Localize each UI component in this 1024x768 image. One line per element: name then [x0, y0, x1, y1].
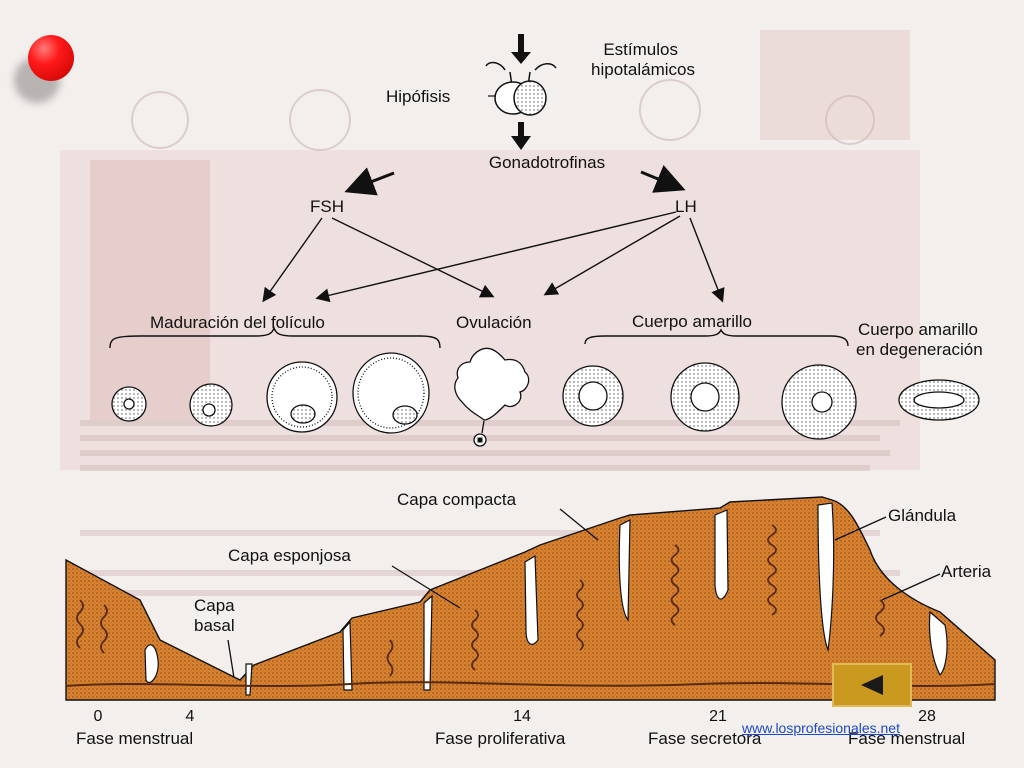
artery-label: Arteria — [941, 562, 992, 581]
hormone-arrows — [262, 211, 725, 303]
back-button[interactable] — [832, 663, 912, 707]
red-dot-icon — [28, 35, 74, 81]
site-link[interactable]: www.losprofesionales.net — [742, 720, 900, 736]
phase-label: Fase secretora — [648, 729, 762, 748]
follicle-stages — [111, 352, 430, 434]
gonadotropins-label: Gonadotrofinas — [489, 153, 605, 172]
spongy-layer-label: Capa esponjosa — [228, 546, 351, 565]
phase-label: Fase proliferativa — [435, 729, 566, 748]
left-triangle-icon — [861, 675, 883, 695]
phase-label: Fase menstrual — [848, 729, 965, 748]
corpus-luteum-degenerating-label: Cuerpo amarillo en degeneración — [856, 320, 983, 359]
lh-label: LH — [675, 197, 697, 216]
corpus-luteum-stages — [562, 362, 980, 440]
day-axis: 0 4 14 21 28 — [94, 708, 936, 725]
basal-layer-label: Capa basal — [194, 596, 239, 635]
compact-layer-label: Capa compacta — [397, 490, 517, 509]
pituitary-label: Hipófisis — [386, 87, 450, 106]
braces — [109, 325, 849, 349]
phase-label: Fase menstrual — [76, 729, 193, 748]
gland-label: Glándula — [888, 506, 957, 525]
follicle-maturation-label: Maduración del folículo — [150, 313, 325, 332]
ovulation-icon — [454, 347, 530, 447]
day-tick: 14 — [513, 708, 531, 725]
day-tick: 0 — [94, 708, 103, 725]
phase-labels: Fase menstrual Fase proliferativa Fase s… — [76, 729, 965, 748]
ovulation-label: Ovulación — [456, 313, 532, 332]
day-tick: 21 — [709, 708, 727, 725]
day-tick: 28 — [918, 708, 936, 725]
corpus-luteum-label: Cuerpo amarillo — [632, 312, 752, 331]
pituitary-icon — [485, 61, 557, 116]
stimuli-label: Estímulos hipotalámicos — [591, 40, 695, 79]
fsh-label: FSH — [310, 197, 344, 216]
day-tick: 4 — [186, 708, 195, 725]
